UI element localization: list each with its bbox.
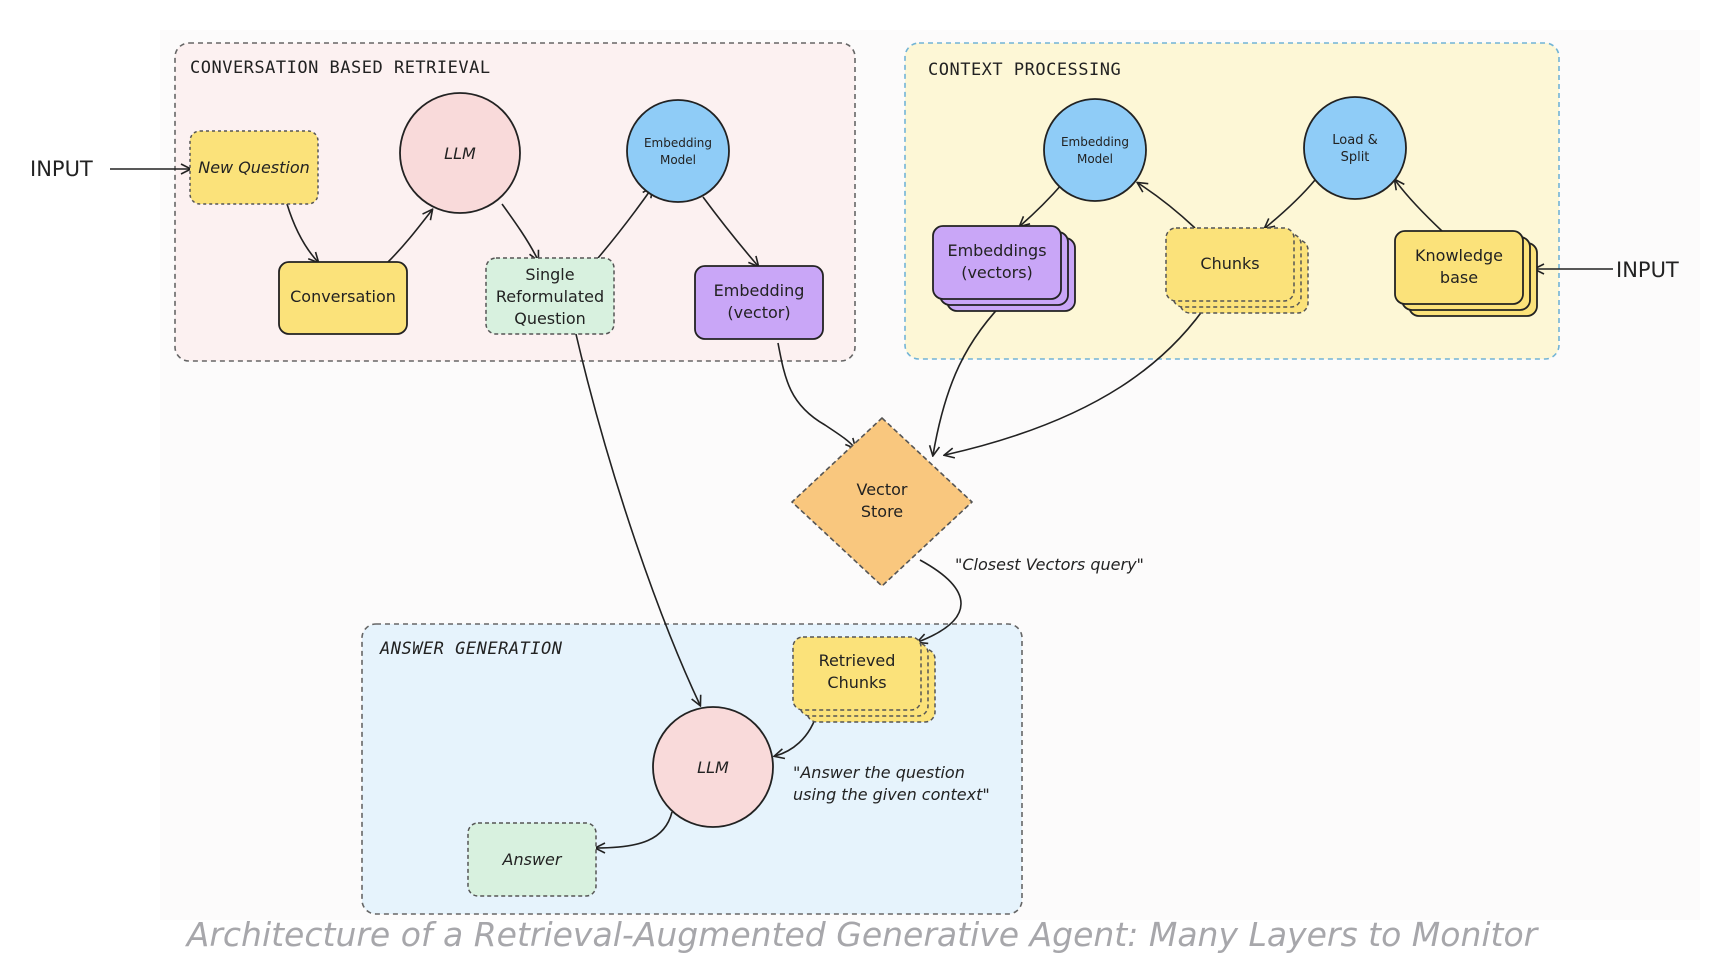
annotation-closest-vectors-query: "Closest Vectors query": [955, 555, 1144, 574]
node-knowledge-base-line-2: base: [1440, 268, 1478, 287]
node-retrieved-chunks-line-2: Chunks: [827, 673, 886, 692]
arrow-new-question-to-conversation: [286, 203, 318, 262]
input-label-left: INPUT: [30, 157, 93, 181]
arrow-conversation-to-llm: [387, 210, 432, 263]
arrow-vector-store-to-retrieved-chunks: [918, 559, 962, 642]
node-knowledge-base: Knowledge base: [1394, 230, 1538, 317]
node-vector-store: Vector Store: [791, 417, 973, 587]
node-embedding-model-left-line-2: Model: [660, 153, 696, 167]
node-embedding-vector-line-2: (vector): [727, 303, 790, 322]
node-new-question-label: New Question: [198, 158, 310, 177]
node-new-question: New Question: [189, 130, 319, 205]
node-chunks-label: Chunks: [1200, 254, 1259, 273]
node-llm-bottom: LLM: [652, 706, 774, 828]
arrow-load-split-to-chunks: [1265, 179, 1316, 228]
node-embedding-model-left: Embedding Model: [626, 99, 730, 203]
annotation-answer-prompt-line-2: using the given context": [793, 785, 990, 804]
node-single-reformulated-question: Single Reformulated Question: [485, 257, 615, 335]
arrow-knowledge-base-to-load-split: [1395, 180, 1444, 233]
node-single-question-line-3: Question: [514, 309, 586, 328]
node-vector-store-line-1: Vector: [857, 480, 908, 499]
node-embedding-model-right-line-1: Embedding: [1061, 135, 1129, 149]
node-llm-top: LLM: [399, 92, 521, 214]
node-retrieved-chunks: Retrieved Chunks: [792, 636, 936, 723]
node-llm-top-label: LLM: [444, 144, 476, 163]
input-label-right: INPUT: [1616, 258, 1679, 282]
node-answer-label: Answer: [502, 850, 563, 869]
arrow-embedding-vector-to-vector-store: [777, 342, 855, 448]
arrow-embedding-model-to-embedding-vector: [702, 196, 758, 266]
node-embedding-vector-line-1: Embedding: [714, 281, 805, 300]
node-conversation-label: Conversation: [290, 287, 396, 306]
node-chunks: Chunks: [1165, 227, 1309, 314]
node-load-split: Load & Split: [1303, 96, 1407, 200]
node-embeddings-line-1: Embeddings: [947, 241, 1046, 260]
group-title-conversation: CONVERSATION BASED RETRIEVAL: [190, 58, 491, 78]
node-knowledge-base-line-1: Knowledge: [1415, 246, 1503, 265]
node-embeddings-line-2: (vectors): [961, 263, 1033, 282]
node-embedding-model-right-line-2: Model: [1077, 152, 1113, 166]
node-single-question-line-2: Reformulated: [496, 287, 604, 306]
arrow-chunks-to-embedding-model: [1138, 183, 1196, 229]
node-single-question-line-1: Single: [525, 265, 574, 284]
node-embedding-model-left-line-1: Embedding: [644, 136, 712, 150]
arrow-llm-bottom-to-answer: [596, 811, 673, 848]
arrow-single-question-to-embedding-model: [597, 188, 652, 259]
node-embedding-model-right: Embedding Model: [1043, 98, 1147, 202]
group-title-context: CONTEXT PROCESSING: [928, 60, 1121, 80]
node-retrieved-chunks-line-1: Retrieved: [819, 651, 896, 670]
group-title-answer: ANSWER GENERATION: [379, 639, 563, 659]
node-vector-store-line-2: Store: [861, 502, 903, 521]
node-answer: Answer: [467, 822, 597, 897]
node-llm-bottom-label: LLM: [697, 758, 729, 777]
arrow-single-question-to-llm-bottom: [574, 329, 700, 705]
node-conversation: Conversation: [278, 261, 408, 335]
node-embedding-vector: Embedding (vector): [694, 265, 824, 340]
annotation-answer-prompt-line-1: "Answer the question: [793, 763, 965, 782]
arrow-chunks-to-vector-store: [945, 299, 1211, 455]
node-load-split-line-1: Load &: [1332, 133, 1377, 148]
arrow-llm-to-single-question: [501, 203, 538, 260]
node-load-split-line-2: Split: [1341, 150, 1370, 165]
figure-caption: Architecture of a Retrieval-Augmented Ge…: [186, 915, 1538, 954]
node-embeddings-vectors: Embeddings (vectors): [932, 225, 1076, 312]
